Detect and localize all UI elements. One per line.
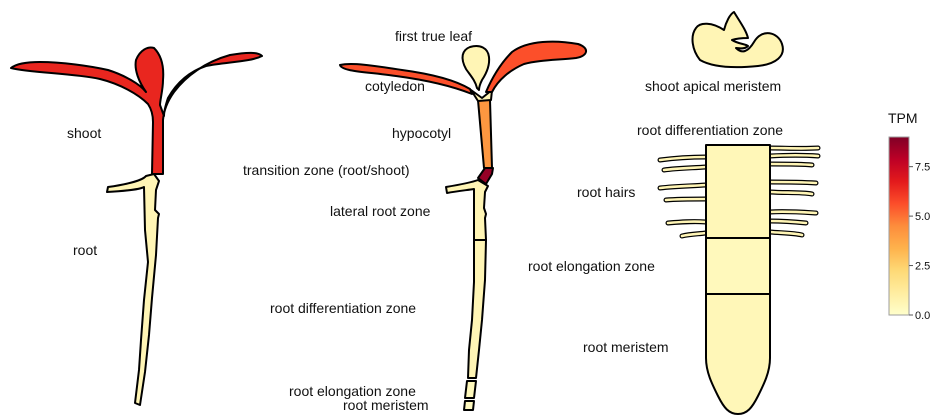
root-hair — [664, 197, 708, 202]
root-hair — [768, 219, 808, 225]
root-tip-detail — [657, 144, 821, 415]
label-shoot: shoot — [67, 125, 101, 141]
whole-seedling-root — [106, 173, 160, 406]
seedling-parts — [339, 40, 587, 411]
label-transition-zone: transition zone (root/shoot) — [243, 162, 410, 178]
part-root-elongation-zone — [464, 380, 477, 399]
root-hair — [768, 190, 814, 196]
part-root-meristem — [463, 400, 475, 411]
label-first-true-leaf: first true leaf — [395, 28, 472, 44]
shoot-apical-meristem — [691, 11, 784, 69]
detail-differentiation-zone — [705, 144, 771, 239]
legend-color-bar — [888, 136, 910, 316]
root-hair — [768, 180, 818, 185]
legend-ticks: 0.0 2.5 5.0 7.5 — [909, 162, 930, 322]
root-hair — [662, 165, 708, 172]
root-hairs-group — [657, 145, 821, 239]
label-root: root — [73, 242, 97, 258]
root-hair — [658, 155, 708, 162]
whole-seedling — [10, 46, 263, 406]
part-lateral-root-zone — [445, 179, 489, 241]
root-hair — [658, 183, 708, 190]
label-root-meristem: root meristem — [343, 397, 429, 413]
detail-elongation-zone — [705, 237, 771, 295]
part-root-differentiation-zone — [467, 239, 487, 379]
legend-tick-label: 5.0 — [915, 211, 930, 223]
legend-title: TPM — [888, 110, 918, 126]
part-cotyledon-right — [485, 40, 587, 93]
part-hypocotyl — [477, 99, 493, 169]
part-transition-zone — [477, 167, 494, 185]
label-hypocotyl: hypocotyl — [392, 125, 451, 141]
label-root-differentiation-zone-right: root differentiation zone — [637, 122, 783, 138]
whole-seedling-shoot — [10, 46, 263, 175]
root-hair — [768, 162, 814, 167]
root-hair — [680, 231, 708, 238]
root-hair — [666, 220, 708, 225]
label-root-elongation-zone: root elongation zone — [289, 383, 416, 399]
root-hair — [768, 153, 820, 158]
tpm-legend: TPM 0.0 2.5 5.0 7.5 — [888, 110, 930, 322]
legend-tick-label: 7.5 — [915, 162, 930, 174]
label-cotyledon: cotyledon — [365, 78, 425, 94]
part-first-true-leaf — [461, 45, 491, 91]
labels: shoot root first true leaf cotyledon hyp… — [67, 28, 783, 413]
detail-meristem — [705, 293, 771, 415]
part-cotyledon-left — [339, 62, 473, 95]
legend-tick-label: 0.0 — [915, 310, 930, 322]
root-hair — [768, 210, 818, 215]
label-root-differentiation-zone: root differentiation zone — [270, 300, 416, 316]
root-hair — [768, 230, 804, 237]
part-collar — [470, 89, 493, 102]
part-shoot-apical-meristem — [691, 11, 784, 69]
label-lateral-root-zone: lateral root zone — [330, 203, 431, 219]
label-shoot-apical-meristem: shoot apical meristem — [645, 78, 781, 94]
legend-tick-label: 2.5 — [915, 261, 930, 273]
label-root-meristem-right: root meristem — [583, 339, 669, 355]
label-root-hairs: root hairs — [577, 184, 635, 200]
label-root-elongation-zone-right: root elongation zone — [528, 258, 655, 274]
